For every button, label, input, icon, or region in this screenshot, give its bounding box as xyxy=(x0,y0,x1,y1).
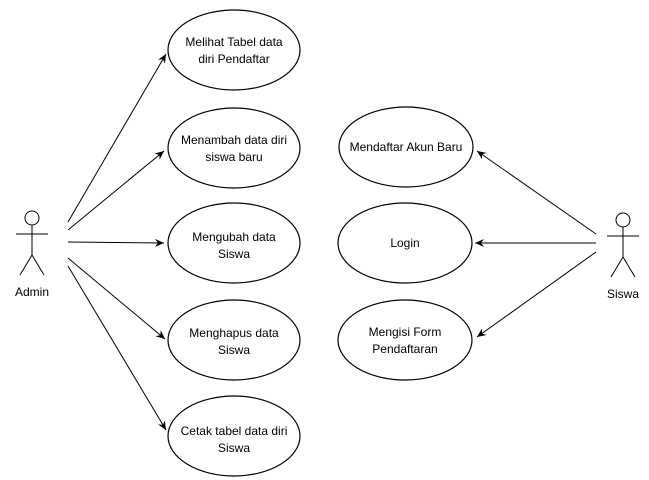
use-case-login: Login xyxy=(337,202,473,284)
svg-text:Pendaftaran: Pendaftaran xyxy=(372,342,437,356)
actor-admin: Admin xyxy=(15,210,49,299)
svg-text:diri Pendaftar: diri Pendaftar xyxy=(198,52,269,66)
admin-associations xyxy=(67,53,167,431)
actor-siswa-label: Siswa xyxy=(607,287,639,301)
use-case-mengubah: Mengubah data Siswa xyxy=(167,202,301,284)
use-case-menambah: Menambah data diri siswa baru xyxy=(167,107,301,189)
svg-text:Mengubah data: Mengubah data xyxy=(192,230,276,244)
arrow-siswa-mengisi xyxy=(476,251,597,338)
svg-text:Melihat Tabel data: Melihat Tabel data xyxy=(185,35,283,49)
svg-text:Siswa: Siswa xyxy=(218,441,250,455)
arrow-admin-menghapus xyxy=(67,257,166,340)
arrow-admin-menambah xyxy=(67,150,165,231)
use-case-menghapus: Menghapus data Siswa xyxy=(167,299,301,381)
svg-text:Login: Login xyxy=(390,236,419,250)
svg-text:Cetak tabel data diri: Cetak tabel data diri xyxy=(181,424,288,438)
use-case-mengisi: Mengisi Form Pendaftaran xyxy=(337,299,473,381)
svg-text:Siswa: Siswa xyxy=(218,247,250,261)
svg-text:Menambah data diri: Menambah data diri xyxy=(181,133,287,147)
arrow-admin-cetak xyxy=(67,265,167,431)
svg-text:Mendaftar Akun Baru: Mendaftar Akun Baru xyxy=(350,140,463,154)
svg-text:Mengisi Form: Mengisi Form xyxy=(369,325,442,339)
use-case-melihat: Melihat Tabel data diri Pendaftar xyxy=(167,9,301,91)
actor-head-icon xyxy=(615,212,631,228)
actor-admin-label: Admin xyxy=(15,285,49,299)
arrow-admin-melihat xyxy=(67,53,167,223)
arrow-admin-mengubah xyxy=(67,238,165,247)
svg-text:siswa baru: siswa baru xyxy=(205,150,262,164)
svg-text:Siswa: Siswa xyxy=(218,343,250,357)
use-case-mendaftar: Mendaftar Akun Baru xyxy=(338,106,474,188)
use-case-cetak: Cetak tabel data diri Siswa xyxy=(167,395,301,477)
arrow-siswa-mendaftar xyxy=(476,150,597,235)
siswa-associations xyxy=(475,150,597,338)
actor-head-icon xyxy=(24,210,40,226)
svg-text:Menghapus data: Menghapus data xyxy=(189,326,279,340)
actor-siswa: Siswa xyxy=(607,212,639,301)
